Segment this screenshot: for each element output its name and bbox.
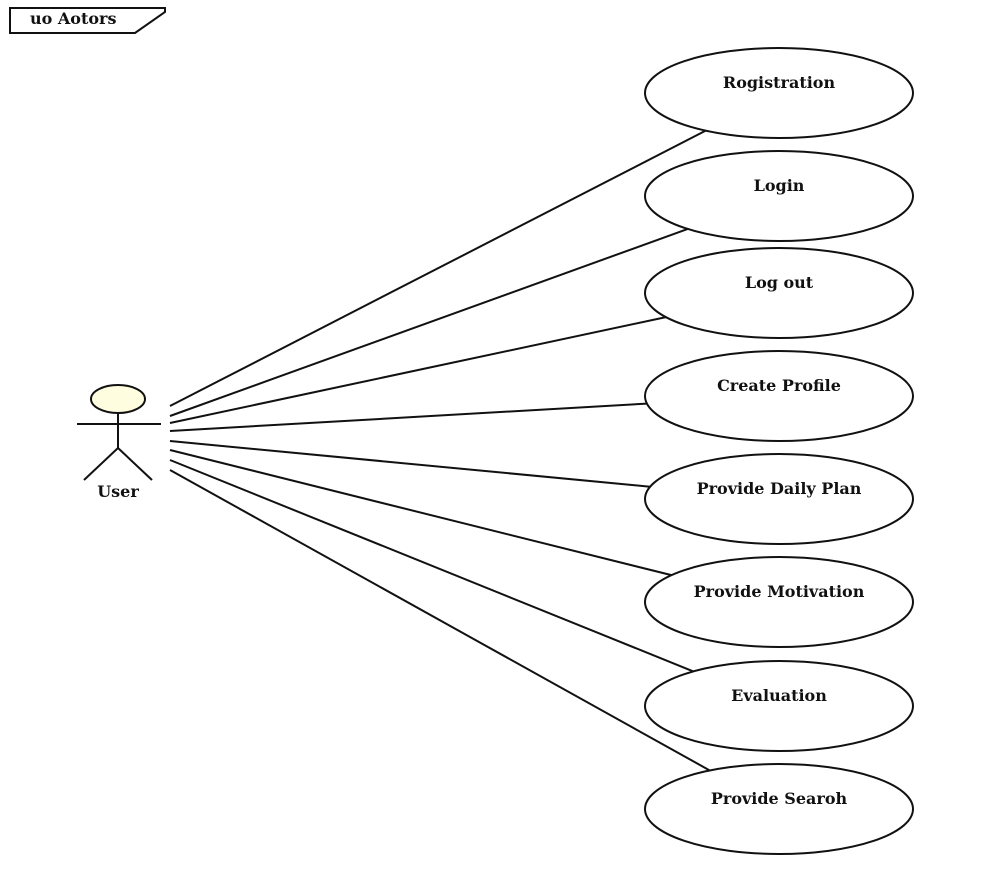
frame-label: uo Aotors: [30, 9, 116, 28]
associations: [169, 129, 711, 772]
actor-name: User: [97, 482, 139, 501]
use-case-ellipse: [644, 660, 914, 752]
use-case-log-out[interactable]: Log out: [644, 247, 914, 339]
use-case-ellipse: [644, 247, 914, 339]
use-case-ellipse: [644, 556, 914, 648]
actor-leg-right: [117, 447, 153, 481]
association-provide-daily-plan: [169, 440, 651, 488]
association-rogistration: [169, 129, 707, 407]
use-case-evaluation[interactable]: Evaluation: [644, 660, 914, 752]
frame-tab: uo Aotors: [9, 7, 166, 34]
use-case-create-profile[interactable]: Create Profile: [644, 350, 914, 442]
actor-leg-left: [83, 447, 119, 481]
association-create-profile: [169, 402, 647, 432]
use-case-ellipse: [644, 350, 914, 442]
association-login: [169, 228, 689, 417]
use-case-ellipse: [644, 453, 914, 545]
use-case-label: Log out: [745, 273, 814, 292]
use-case-label: Login: [754, 176, 805, 195]
use-case-label: Provide Searoh: [711, 789, 848, 808]
use-case-label: Create Profile: [717, 376, 841, 395]
use-case-ellipse: [644, 763, 914, 855]
actor-head: [90, 384, 146, 414]
use-case-rogistration[interactable]: Rogistration: [644, 47, 914, 139]
use-case-label: Rogistration: [723, 73, 836, 92]
use-case-label: Evaluation: [731, 686, 827, 705]
association-evaluation: [169, 459, 694, 673]
use-case-ellipse: [644, 47, 914, 139]
use-case-ellipse: [644, 150, 914, 242]
use-case-login[interactable]: Login: [644, 150, 914, 242]
use-case-label: Provide Motivation: [694, 582, 865, 601]
association-log-out: [169, 316, 667, 424]
association-provide-searoh: [169, 469, 711, 772]
use-case-provide-daily-plan[interactable]: Provide Daily Plan: [644, 453, 914, 545]
use-case-provide-searoh[interactable]: Provide Searoh: [644, 763, 914, 855]
use-case-provide-motivation[interactable]: Provide Motivation: [644, 556, 914, 648]
actor-user[interactable]: User: [77, 384, 161, 501]
association-provide-motivation: [169, 449, 672, 577]
use-case-label: Provide Daily Plan: [697, 479, 862, 498]
